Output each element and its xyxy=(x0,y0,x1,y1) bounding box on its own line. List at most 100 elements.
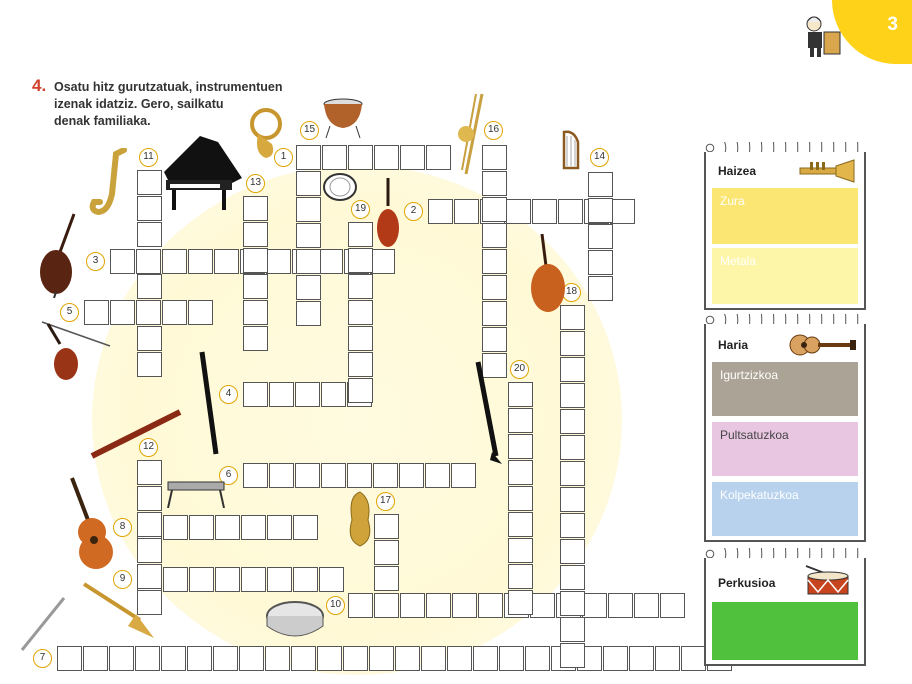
crossword-cell[interactable] xyxy=(508,564,533,589)
crossword-cell[interactable] xyxy=(265,646,290,671)
crossword-cell[interactable] xyxy=(348,222,373,247)
crossword-cell[interactable] xyxy=(189,567,214,592)
crossword-cell[interactable] xyxy=(560,539,585,564)
crossword-cell[interactable] xyxy=(296,223,321,248)
crossword-cell[interactable] xyxy=(560,357,585,382)
crossword-cell[interactable] xyxy=(293,515,318,540)
crossword-cell[interactable] xyxy=(482,249,507,274)
crossword-cell[interactable] xyxy=(295,463,320,488)
crossword-cell[interactable] xyxy=(347,463,372,488)
crossword-cell[interactable] xyxy=(525,646,550,671)
crossword-cell[interactable] xyxy=(243,326,268,351)
crossword-cell[interactable] xyxy=(660,593,685,618)
crossword-cell[interactable] xyxy=(241,567,266,592)
crossword-cell[interactable] xyxy=(243,222,268,247)
crossword-cell[interactable] xyxy=(137,486,162,511)
crossword-cell[interactable] xyxy=(482,197,507,222)
crossword-cell[interactable] xyxy=(369,646,394,671)
crossword-cell[interactable] xyxy=(267,515,292,540)
crossword-cell[interactable] xyxy=(425,463,450,488)
crossword-cell[interactable] xyxy=(508,512,533,537)
crossword-cell[interactable] xyxy=(655,646,680,671)
crossword-cell[interactable] xyxy=(109,646,134,671)
crossword-cell[interactable] xyxy=(84,300,109,325)
crossword-cell[interactable] xyxy=(508,486,533,511)
crossword-cell[interactable] xyxy=(162,249,187,274)
crossword-cell[interactable] xyxy=(137,564,162,589)
crossword-cell[interactable] xyxy=(582,593,607,618)
crossword-cell[interactable] xyxy=(454,199,479,224)
crossword-cell[interactable] xyxy=(291,646,316,671)
crossword-cell[interactable] xyxy=(215,567,240,592)
crossword-cell[interactable] xyxy=(243,300,268,325)
crossword-cell[interactable] xyxy=(269,463,294,488)
crossword-cell[interactable] xyxy=(588,172,613,197)
crossword-cell[interactable] xyxy=(374,514,399,539)
crossword-cell[interactable] xyxy=(508,434,533,459)
crossword-cell[interactable] xyxy=(634,593,659,618)
crossword-cell[interactable] xyxy=(530,593,555,618)
crossword-cell[interactable] xyxy=(532,199,557,224)
crossword-cell[interactable] xyxy=(318,249,343,274)
crossword-cell[interactable] xyxy=(482,327,507,352)
crossword-cell[interactable] xyxy=(421,646,446,671)
crossword-cell[interactable] xyxy=(508,590,533,615)
crossword-cell[interactable] xyxy=(243,248,268,273)
crossword-cell[interactable] xyxy=(348,145,373,170)
crossword-cell[interactable] xyxy=(508,382,533,407)
crossword-cell[interactable] xyxy=(629,646,654,671)
crossword-cell[interactable] xyxy=(189,515,214,540)
crossword-cell[interactable] xyxy=(426,593,451,618)
crossword-cell[interactable] xyxy=(370,249,395,274)
crossword-cell[interactable] xyxy=(588,250,613,275)
crossword-cell[interactable] xyxy=(560,591,585,616)
crossword-cell[interactable] xyxy=(348,274,373,299)
crossword-cell[interactable] xyxy=(162,300,187,325)
crossword-cell[interactable] xyxy=(560,565,585,590)
crossword-cell[interactable] xyxy=(269,382,294,407)
crossword-cell[interactable] xyxy=(137,512,162,537)
crossword-cell[interactable] xyxy=(395,646,420,671)
crossword-cell[interactable] xyxy=(137,326,162,351)
crossword-cell[interactable] xyxy=(266,249,291,274)
crossword-cell[interactable] xyxy=(137,170,162,195)
crossword-cell[interactable] xyxy=(588,224,613,249)
crossword-cell[interactable] xyxy=(296,197,321,222)
crossword-cell[interactable] xyxy=(560,305,585,330)
crossword-cell[interactable] xyxy=(482,171,507,196)
crossword-cell[interactable] xyxy=(482,275,507,300)
crossword-cell[interactable] xyxy=(452,593,477,618)
crossword-cell[interactable] xyxy=(239,646,264,671)
crossword-cell[interactable] xyxy=(296,249,321,274)
crossword-cell[interactable] xyxy=(374,540,399,565)
crossword-cell[interactable] xyxy=(560,617,585,642)
crossword-cell[interactable] xyxy=(588,276,613,301)
crossword-cell[interactable] xyxy=(399,463,424,488)
crossword-cell[interactable] xyxy=(163,567,188,592)
crossword-cell[interactable] xyxy=(319,567,344,592)
crossword-cell[interactable] xyxy=(482,353,507,378)
crossword-cell[interactable] xyxy=(110,300,135,325)
crossword-cell[interactable] xyxy=(296,275,321,300)
crossword-cell[interactable] xyxy=(136,249,161,274)
crossword-cell[interactable] xyxy=(295,382,320,407)
crossword-cell[interactable] xyxy=(373,463,398,488)
crossword-cell[interactable] xyxy=(321,382,346,407)
crossword-cell[interactable] xyxy=(681,646,706,671)
crossword-cell[interactable] xyxy=(243,382,268,407)
crossword-cell[interactable] xyxy=(348,352,373,377)
crossword-cell[interactable] xyxy=(374,593,399,618)
crossword-cell[interactable] xyxy=(322,145,347,170)
crossword-cell[interactable] xyxy=(451,463,476,488)
crossword-cell[interactable] xyxy=(447,646,472,671)
crossword-cell[interactable] xyxy=(215,515,240,540)
crossword-cell[interactable] xyxy=(321,463,346,488)
crossword-cell[interactable] xyxy=(267,567,292,592)
crossword-cell[interactable] xyxy=(508,538,533,563)
crossword-cell[interactable] xyxy=(348,593,373,618)
crossword-cell[interactable] xyxy=(428,199,453,224)
crossword-cell[interactable] xyxy=(137,274,162,299)
crossword-cell[interactable] xyxy=(400,593,425,618)
crossword-cell[interactable] xyxy=(137,196,162,221)
crossword-cell[interactable] xyxy=(187,646,212,671)
